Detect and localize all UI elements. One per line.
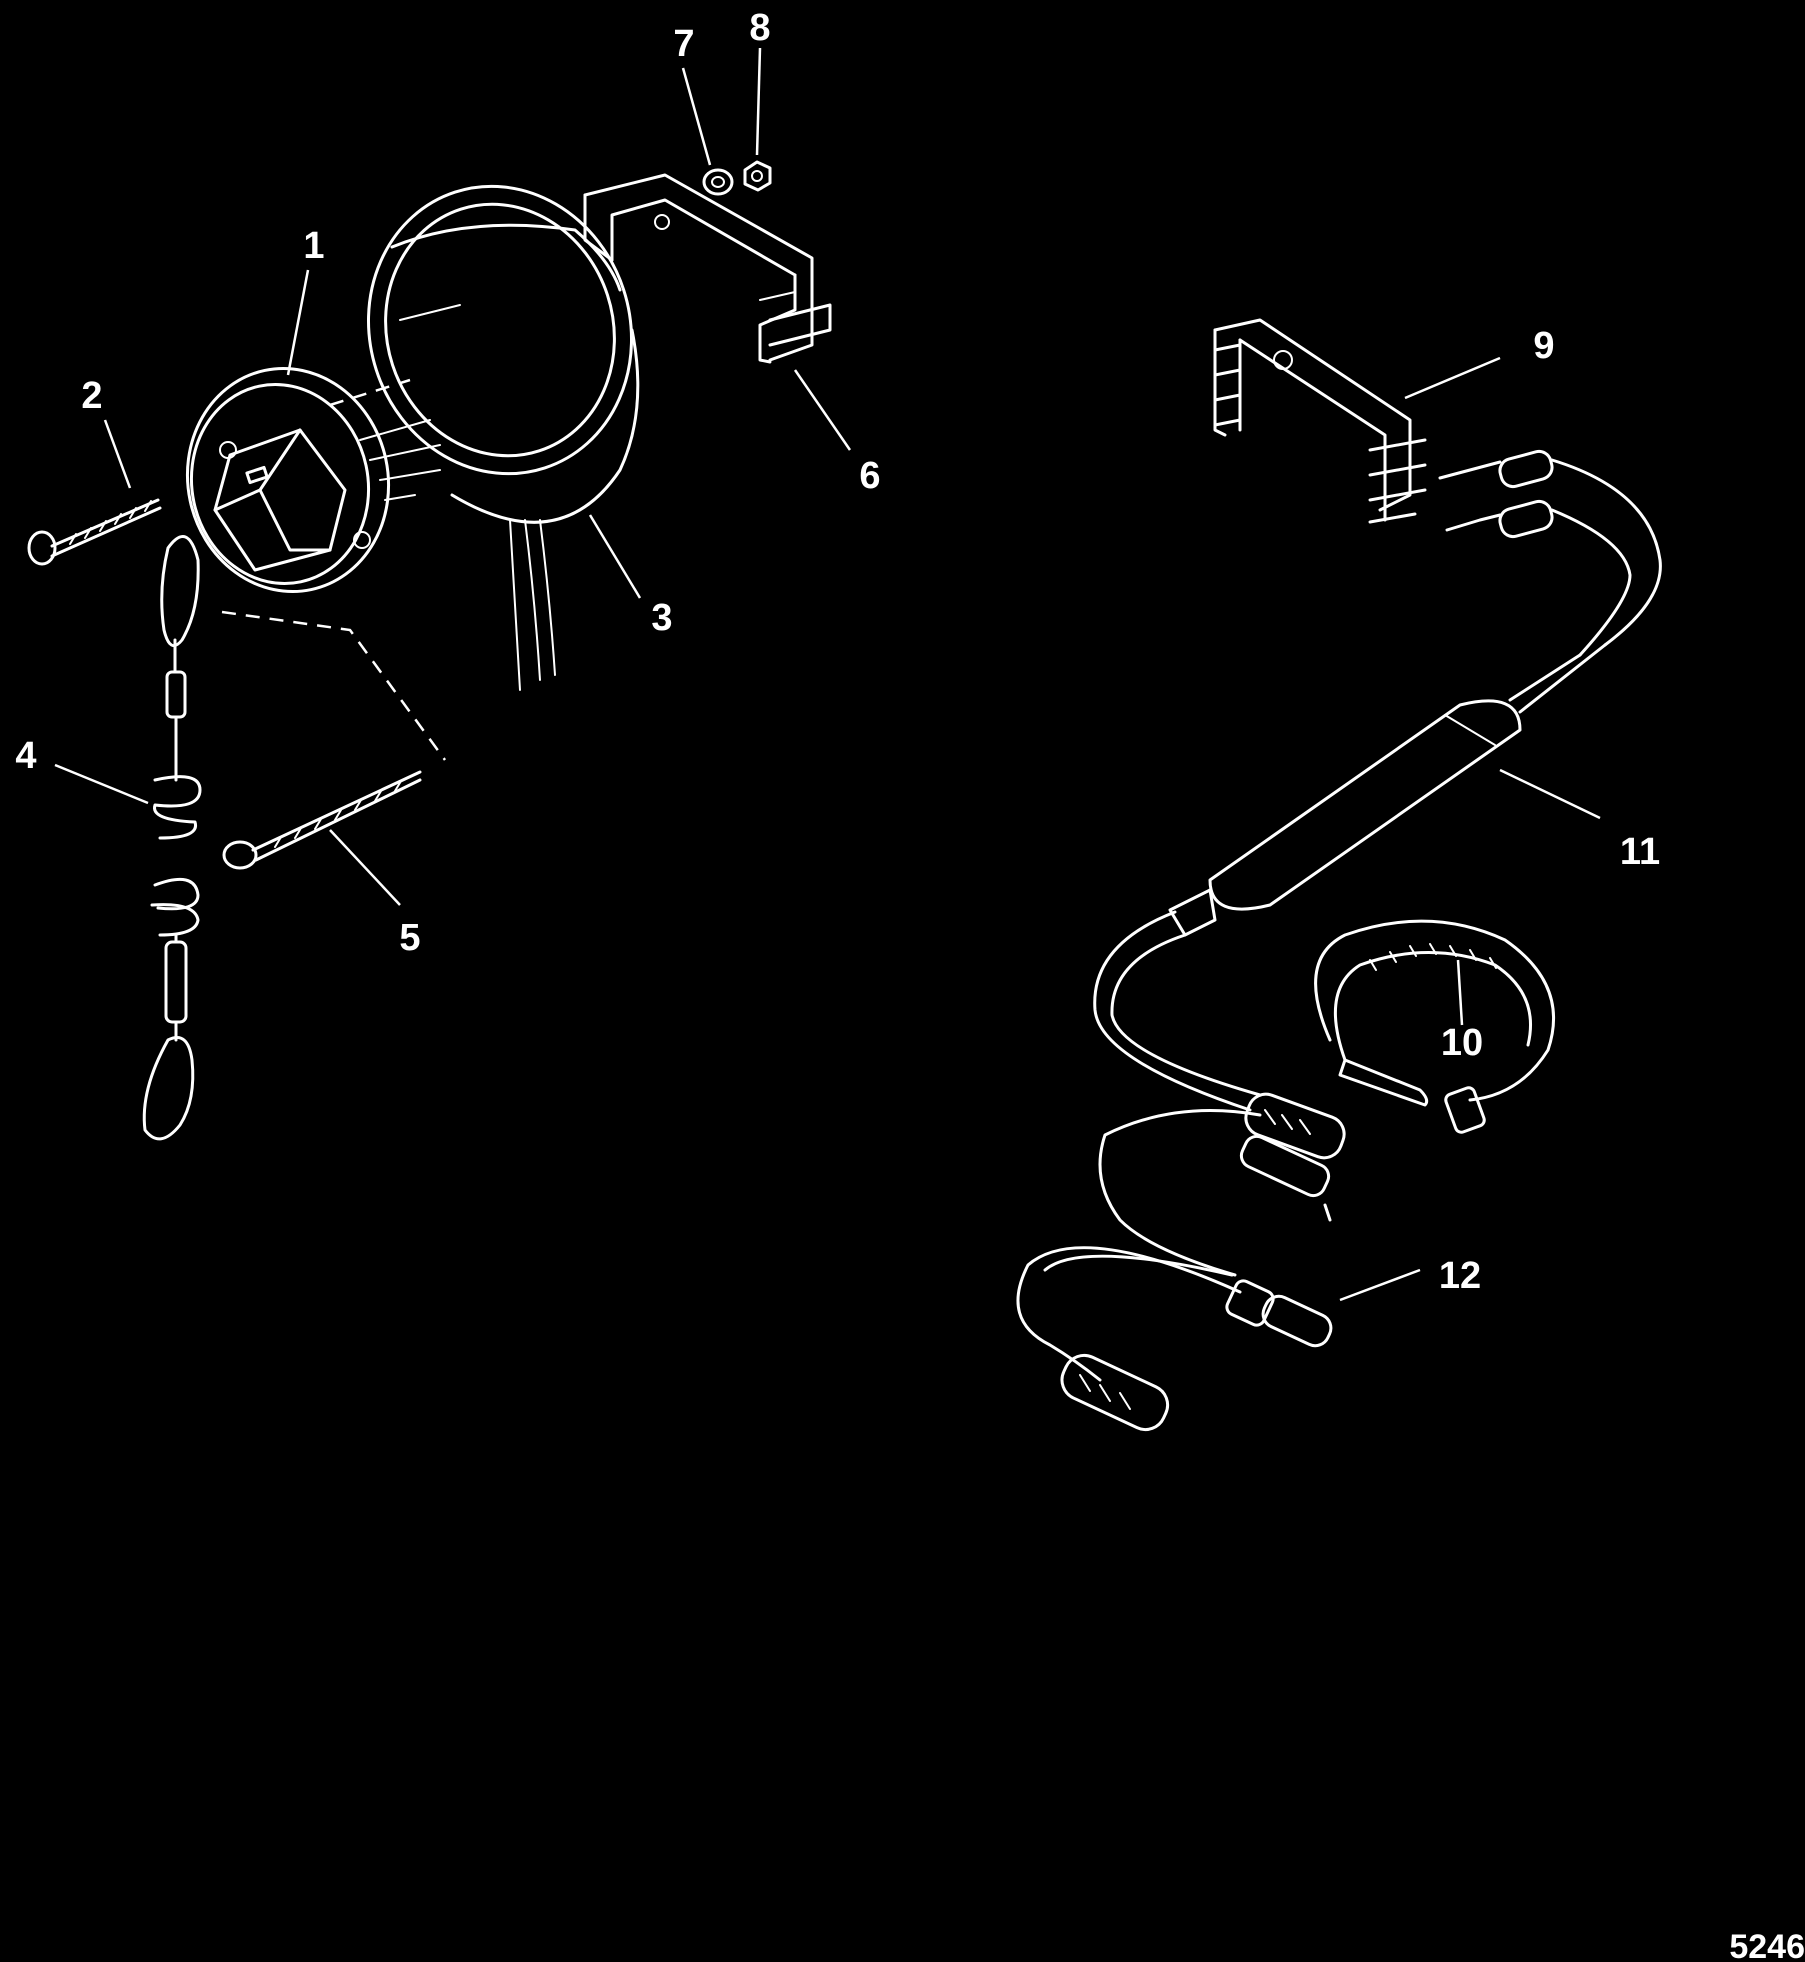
leader-8: [755, 47, 762, 156]
callout-12: 12: [1439, 1255, 1481, 1297]
leader-3: [588, 514, 642, 599]
callout-5: 5: [399, 917, 420, 959]
leader-6: [793, 369, 852, 451]
figure-number: 5246: [1729, 1928, 1805, 1962]
leader-12: [1339, 1268, 1421, 1302]
callout-10: 10: [1441, 1022, 1483, 1064]
leader-9: [1404, 356, 1501, 400]
part-10-hose-clamp: [1314, 919, 1556, 1134]
leader-2: [103, 419, 132, 489]
leader-10: [1456, 959, 1464, 1026]
part-12-connector: [1016, 1092, 1346, 1432]
callout-8: 8: [749, 7, 770, 49]
part-11-harness: [1093, 449, 1662, 1112]
leader-4: [54, 763, 149, 805]
callout-3: 3: [651, 597, 672, 639]
leader-11: [1499, 768, 1601, 820]
leader-5: [329, 829, 401, 906]
callout-labels: 1 2 3 4 5 6 7 8 9 10 11 12: [15, 7, 1660, 1297]
callout-2: 2: [81, 375, 102, 417]
part-5-screw: [222, 770, 422, 870]
callout-6: 6: [859, 455, 880, 497]
callout-7: 7: [673, 23, 694, 65]
callout-11: 11: [1620, 831, 1660, 873]
callout-9: 9: [1533, 325, 1554, 367]
alignment-guide: [221, 610, 447, 761]
callout-4: 4: [15, 735, 36, 777]
part-4-lanyard: [142, 535, 202, 1141]
part-2-screw: [27, 498, 162, 566]
leader-7: [681, 67, 712, 166]
part-9-terminal-bracket: [1213, 318, 1427, 524]
leader-1: [286, 269, 310, 376]
part-3-ring-housing: [366, 184, 640, 691]
part-1-lanyard-switch: [185, 366, 441, 594]
part-6-bracket: [583, 173, 832, 364]
callout-1: 1: [303, 225, 324, 267]
alignment-guide-2: [329, 378, 411, 407]
part-8-nut: [743, 160, 772, 192]
leader-lines: [54, 47, 1601, 1302]
part-7-washer: [702, 168, 734, 196]
